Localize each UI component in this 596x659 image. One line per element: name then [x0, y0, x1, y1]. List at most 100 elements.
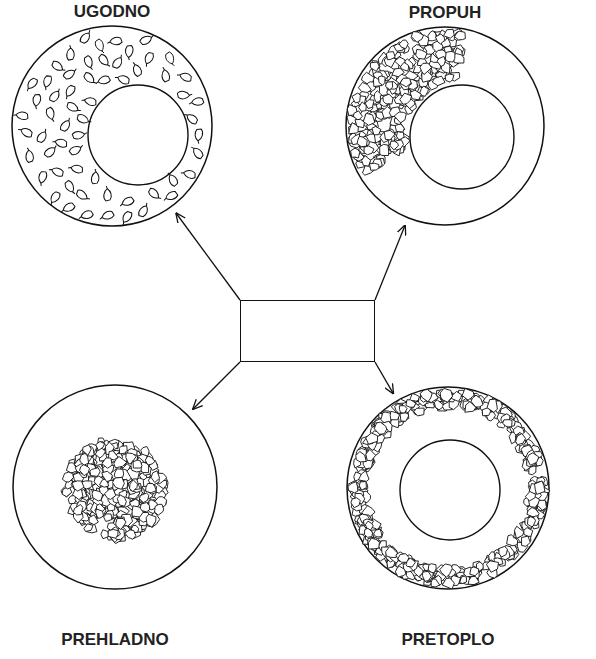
piglet-figure [114, 469, 124, 478]
piglet-figure [110, 55, 126, 70]
piglet-figure [400, 78, 411, 87]
piglet-figure [499, 546, 508, 557]
outer-ring [347, 387, 549, 589]
heat-zone [400, 440, 500, 540]
piglet-figure [139, 35, 154, 45]
piglet-figure [13, 108, 29, 123]
piglet-figure [440, 564, 453, 577]
piglet-figure [155, 504, 164, 515]
piglet-figure [64, 45, 78, 61]
piglet-figure [189, 96, 205, 108]
piglet-figure [437, 56, 445, 66]
condition-label: PRETOPLO [401, 630, 494, 649]
piglet-figure [96, 509, 104, 518]
circle-outline [345, 26, 545, 226]
piglet-figure [527, 453, 539, 465]
piglet-figure [527, 517, 535, 527]
piglet-figure [140, 51, 156, 67]
piglet-figure [61, 84, 77, 99]
piglet-figure [468, 576, 479, 584]
piglet-figure [487, 399, 497, 412]
piglet-figure [400, 93, 412, 104]
piglet-figure [527, 507, 539, 517]
heat-zone [410, 85, 514, 189]
piglet-figure [113, 477, 125, 489]
piglet-figure [80, 465, 90, 476]
piglet-figure [351, 498, 360, 508]
piglet-figure [360, 481, 368, 490]
piglet-figure [420, 63, 432, 74]
piglet-figure [428, 31, 437, 41]
pen-circle: PROPUH [345, 26, 545, 226]
piglet-figure [390, 411, 399, 420]
piglet-figure [371, 528, 383, 538]
piglet-figure [358, 471, 369, 482]
source-box [240, 300, 375, 362]
piglet-figure [102, 458, 112, 468]
piglet-figure [352, 93, 360, 103]
piglet-figure [442, 578, 454, 589]
piglet-figure [133, 62, 142, 76]
piglet-figure [58, 118, 74, 133]
piglet-figure [366, 449, 376, 461]
piglet-figure [400, 62, 408, 71]
piglet-figure [104, 514, 112, 522]
piglet-figure [422, 571, 431, 581]
piglet-figure [62, 472, 73, 482]
piglet-figure [96, 75, 111, 85]
piglet-figure [394, 112, 406, 123]
piglet-figure [62, 69, 77, 80]
piglet-figure [374, 529, 382, 537]
piglet-figure [83, 445, 92, 455]
piglet-figure [359, 482, 366, 491]
piglet-figure [83, 70, 97, 86]
arrow-connector [193, 362, 240, 409]
piglet-figure [445, 74, 454, 82]
outer-ring [12, 26, 212, 226]
piglet-figure [460, 576, 467, 583]
piglet-group [347, 29, 465, 175]
piglet-figure [503, 420, 512, 427]
piglet-figure [348, 482, 358, 493]
piglet-figure [65, 180, 75, 195]
piglet-figure [24, 148, 36, 164]
piglet-figure [358, 83, 371, 93]
piglet-figure [431, 579, 440, 587]
piglet-figure [386, 546, 398, 557]
piglet-figure [43, 145, 59, 158]
piglet-figure [104, 510, 114, 520]
piglet-figure [399, 406, 407, 413]
piglet-figure [72, 481, 84, 491]
piglet-figure [362, 156, 371, 166]
piglet-figure [100, 211, 114, 220]
piglet-figure [390, 141, 398, 150]
piglet-figure [166, 52, 175, 66]
piglet-figure [82, 93, 98, 108]
piglet-figure [353, 111, 362, 120]
label-holder: PRETOPLO [306, 630, 590, 650]
piglet-figure [364, 146, 374, 155]
piglet-figure [50, 59, 65, 75]
piglet-figure [69, 145, 84, 155]
piglet-group [13, 30, 205, 225]
circle-outline [11, 25, 213, 227]
piglet-figure [61, 203, 75, 212]
pen-circle: PREHLADNO [12, 384, 218, 590]
piglet-figure [406, 400, 416, 408]
piglet-figure [357, 136, 367, 146]
piglet-figure [140, 503, 149, 512]
piglet-figure [372, 126, 381, 134]
piglet-figure [79, 210, 94, 220]
piglet-figure [385, 82, 392, 90]
pen-circle: PRETOPLO [346, 386, 550, 590]
piglet-figure [380, 144, 389, 155]
piglet-figure [410, 90, 421, 100]
piglet-figure [440, 388, 452, 402]
piglet-figure [52, 135, 68, 150]
piglet-figure [146, 483, 157, 492]
piglet-figure [435, 34, 444, 44]
piglet-group [347, 388, 550, 589]
arrow-connector [375, 225, 405, 300]
piglet-figure [96, 442, 105, 451]
